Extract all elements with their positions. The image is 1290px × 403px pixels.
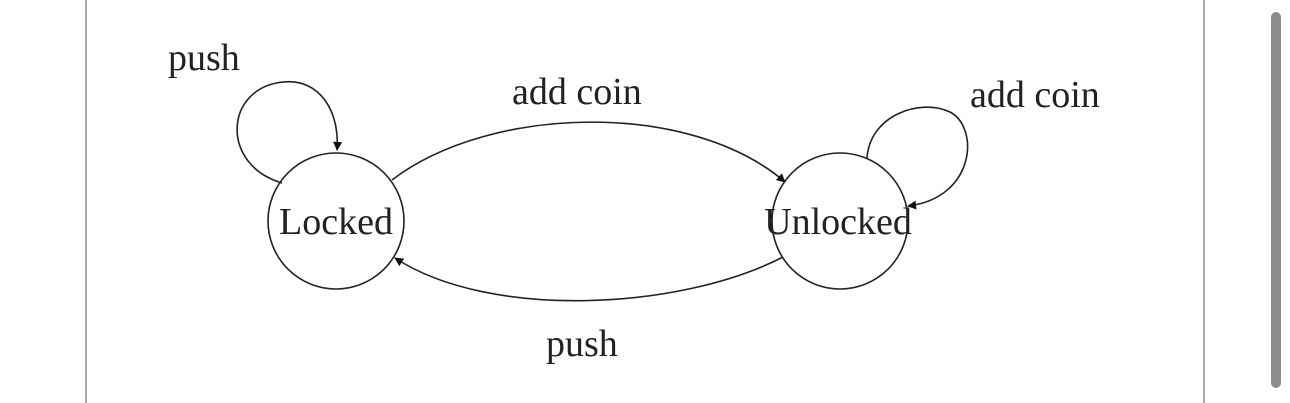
transition-label-locked-self: push [168, 37, 240, 79]
page-border-left [85, 0, 87, 403]
transition-locked-to-unlocked [391, 121, 786, 183]
transition-unlocked-self-add-coin [866, 106, 969, 210]
state-label-locked: Locked [279, 201, 393, 243]
vertical-scrollbar[interactable] [1271, 12, 1281, 388]
transition-unlocked-to-locked [394, 256, 784, 302]
transition-label-unlocked-self: add coin [970, 74, 1100, 116]
transition-locked-self-push [236, 81, 343, 184]
transition-label-locked-to-unlocked: add coin [512, 71, 642, 113]
state-unlocked [771, 152, 909, 290]
state-label-unlocked: Unlocked [764, 201, 912, 243]
transition-label-unlocked-to-locked: push [546, 323, 618, 365]
page-border-right [1203, 0, 1205, 403]
state-locked [267, 152, 405, 290]
